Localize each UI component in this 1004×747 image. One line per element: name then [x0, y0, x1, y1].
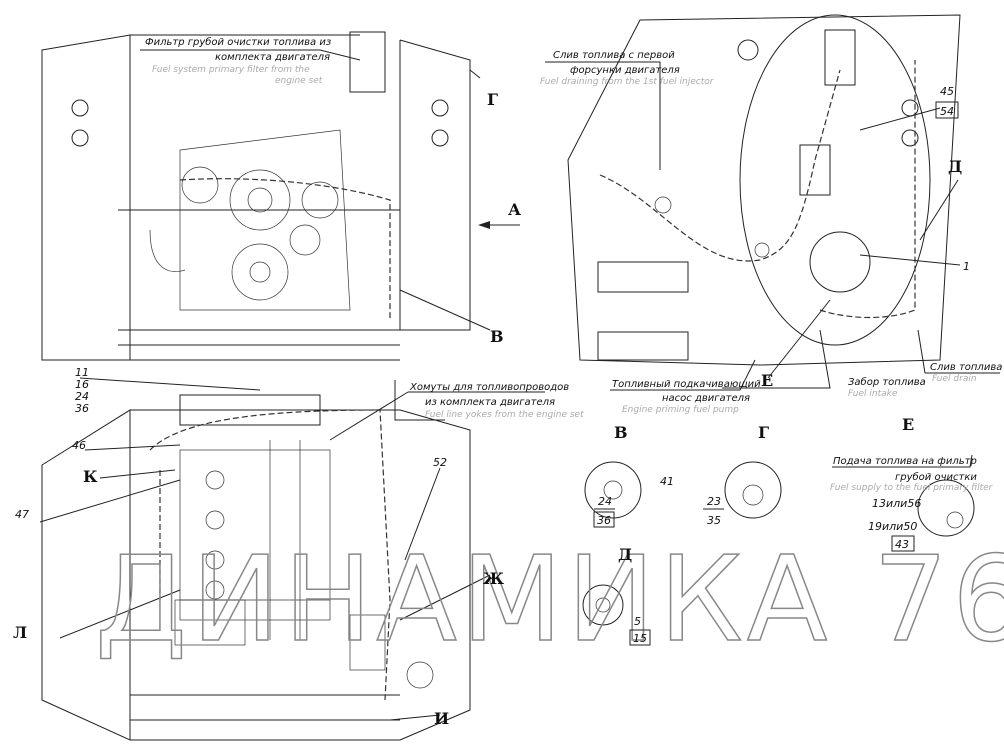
top-left-view [41, 31, 471, 361]
fuel-intake-ru: Забор топлива [848, 376, 926, 388]
detail-d-circle [582, 584, 624, 626]
view-label-v-top: В [490, 327, 504, 346]
view-label-v-detail: В [614, 423, 628, 442]
part-e-13or56: 13или56 [872, 497, 921, 510]
part-e-43: 43 [895, 538, 909, 551]
view-label-d-top: Д [948, 157, 962, 176]
priming-pump-ru1: Топливный подкачивающий [612, 379, 761, 390]
part-stack-16: 16 [75, 378, 89, 391]
view-label-i: И [434, 709, 449, 728]
part-v-41: 41 [660, 475, 674, 488]
line-yokes-ru1: Хомуты для топливопроводов [409, 382, 569, 393]
primary-filter-en1: Fuel system primary filter from the [152, 65, 310, 75]
part-47: 47 [15, 508, 29, 521]
primary-filter-ru1: Фильтр грубой очистки топлива из [145, 36, 331, 48]
view-label-d-detail: Д [618, 545, 632, 564]
part-1: 1 [963, 260, 970, 273]
injector-drain-en: Fuel draining from the 1st fuel injector [540, 77, 715, 87]
fuel-supply-ru1: Подача топлива на фильтр [833, 456, 977, 467]
part-54: 54 [940, 105, 954, 118]
part-stack-11: 11 [75, 366, 89, 379]
fuel-drain-ru: Слив топлива [930, 362, 1002, 373]
part-stack-24: 24 [75, 390, 89, 403]
part-g-23: 23 [707, 495, 721, 508]
view-label-l: Л [13, 623, 27, 642]
part-52: 52 [433, 456, 447, 469]
fuel-supply-en: Fuel supply to the fuel primary filter [830, 483, 994, 493]
detail-e-circle [917, 479, 975, 537]
injector-drain-ru1: Слив топлива с первой [553, 50, 675, 61]
watermark: ДИНАМИКА 76 [95, 530, 1004, 668]
priming-pump-ru2: насос двигателя [662, 393, 750, 404]
top-right-view [567, 14, 961, 366]
priming-pump-en: Engine priming fuel pump [622, 405, 739, 415]
part-d-5: 5 [634, 615, 641, 628]
part-46: 46 [72, 439, 86, 452]
fuel-drain-en: Fuel drain [932, 374, 977, 384]
primary-filter-en2: engine set [275, 76, 323, 86]
part-e-19or50: 19или50 [868, 520, 917, 533]
detail-g-circle [724, 461, 782, 519]
injector-drain-ru2: форсунки двигателя [570, 65, 680, 76]
view-label-g-detail: Г [758, 423, 769, 442]
line-yokes-ru2: из комплекта двигателя [425, 397, 555, 408]
view-label-e-detail: Е [902, 415, 914, 434]
bottom-left-view [41, 394, 471, 741]
part-v-36: 36 [597, 514, 611, 527]
view-label-a: А [508, 200, 521, 219]
line-yokes-en: Fuel line yokes from the engine set [425, 410, 584, 420]
view-label-k: К [83, 467, 98, 486]
view-label-g-top: Г [487, 90, 498, 109]
part-stack-36: 36 [75, 402, 89, 415]
view-label-zh: Ж [483, 569, 504, 588]
part-v-24: 24 [598, 495, 612, 508]
fuel-intake-en: Fuel intake [848, 389, 898, 399]
part-45: 45 [940, 85, 954, 98]
fuel-supply-ru2: грубой очистки [895, 471, 977, 483]
primary-filter-ru2: комплекта двигателя [215, 52, 330, 63]
detail-v-circle [584, 461, 642, 519]
part-g-35: 35 [707, 514, 721, 527]
view-label-e-top: Е [761, 371, 773, 390]
part-d-15: 15 [633, 632, 647, 645]
